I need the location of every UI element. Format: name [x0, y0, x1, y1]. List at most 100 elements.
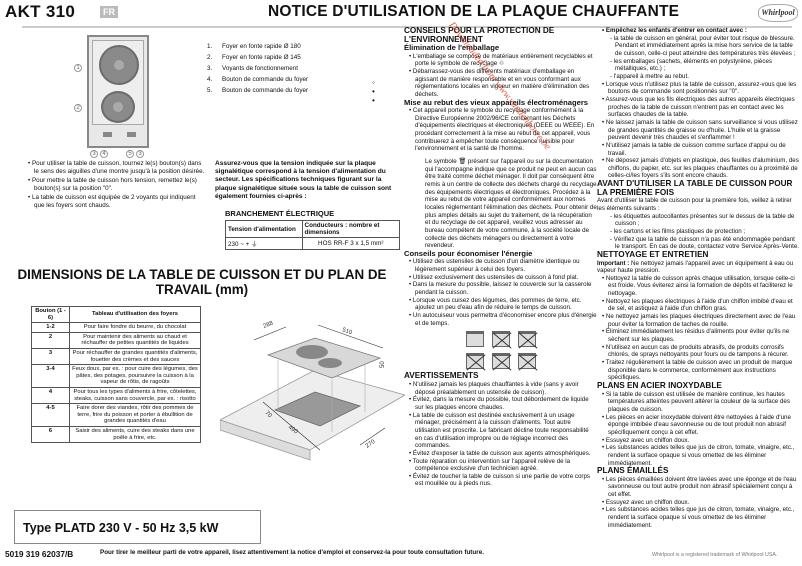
cleaning-bullet: Nettoyez la table de cuisson après chaqu… [597, 275, 799, 298]
electrical-header-conductors: Conducteurs : nombre et dimensions [301, 220, 401, 238]
safety-cleaning-column: Empêchez les enfants d'entrer en contact… [597, 27, 799, 529]
energy-title: Conseils pour économiser l'énergie [404, 248, 533, 258]
cleaning-important: Important : Ne nettoyez jamais l'apparei… [597, 259, 794, 275]
dim-height: 50 [380, 361, 386, 368]
voltage-notice: Assurez-vous que la tension indiquée sur… [215, 160, 392, 200]
enamel-title: PLANS ÉMAILLÉS [597, 466, 669, 476]
small-burner-icon [101, 91, 135, 123]
legend-item: 3.Voyants de fonctionnement [207, 65, 298, 72]
callout-3-right: 3 [136, 150, 144, 158]
callout-1: 1 [74, 64, 82, 72]
cleaning-bullet: N'utilisez en aucun cas de produits abra… [597, 344, 799, 359]
dim-width-depth: 288 [263, 320, 275, 330]
model-name: AKT 310 [5, 2, 76, 21]
cleaning-bullet: Traitez régulièrement la table de cuisso… [597, 359, 799, 382]
electrical-header-voltage: Tension d'alimentation [225, 220, 303, 238]
usage-bullet: La table de cuisson est équipée de 2 voy… [22, 194, 207, 210]
page-title: NOTICE D'UTILISATION DE LA PLAQUE CHAUFF… [268, 3, 680, 20]
legend-item: 4.Bouton de commande du foyer [207, 76, 309, 83]
children-item: - l'appareil à mettre au rebut. [610, 72, 689, 80]
legend-item: 5.Bouton de commande du foyer [207, 87, 309, 94]
dim-length: 510 [341, 327, 353, 336]
warning-bullet: N'utilisez jamais les plaques chauffante… [404, 381, 597, 396]
safety-bullet: Ne déposez jamais d'objets en plastique,… [597, 157, 799, 180]
children-item: - la table de cuisson en général, pour é… [610, 34, 796, 57]
burner-usage-table: Bouton (1 - 6) Tableau d'utilisation des… [31, 305, 201, 444]
safety-bullet: Ne laissez jamais la table de cuisson sa… [597, 119, 799, 142]
large-burner-icon [99, 45, 139, 85]
environment-title: CONSEILS POUR LA PROTECTION DE L'ENVIRON… [404, 26, 555, 44]
usage-instructions: Pour utiliser la table de cuisson, tourn… [22, 160, 207, 211]
callout-2: 2 [74, 104, 82, 112]
wrong-pan-icon [465, 353, 484, 370]
wrong-pan-icon [517, 353, 536, 370]
part-number: 5019 319 62037/B [5, 549, 74, 559]
warning-bullet: Évitez de toucher la table de cuisson si… [404, 473, 597, 488]
stainless-bullet: Si la table de cuisson est utilisée de m… [597, 391, 799, 414]
safety-bullet: N'utilisez jamais la table de cuisson co… [597, 142, 799, 157]
wrong-pan-icon [517, 331, 536, 348]
usage-bullet: Pour utiliser la table de cuisson, tourn… [22, 160, 207, 176]
enamel-bullet: Les pièces émaillées doivent être lavées… [597, 476, 799, 499]
usage-header-description: Tableau d'utilisation des foyers [69, 305, 201, 324]
packaging-bullet: Débarrassez-vous des différents matériau… [404, 68, 597, 99]
energy-bullet: Utilisez exclusivement des ustensiles de… [404, 274, 597, 282]
knob-4-icon [103, 132, 112, 137]
language-badge: FR [100, 6, 118, 18]
warnings-title: AVERTISSEMENTS [404, 371, 479, 381]
safety-bullet: Lorsque vous n'utilisez plus la table de… [597, 81, 799, 96]
cleaning-bullet: Ne nettoyez jamais les plaques électriqu… [597, 313, 799, 328]
warning-bullet: Évitez d'exposer la table de cuisson aux… [404, 450, 597, 458]
electrical-conductor-value: HOS RR-F 3 x 1,5 mm² [301, 237, 401, 250]
energy-bullet: Utilisez des ustensiles de cuisson d'un … [404, 258, 597, 273]
cookware-pictograms [404, 331, 597, 370]
rating-label: Type PLATD 230 V - 50 Hz 3,5 kW [14, 510, 261, 544]
stainless-bullet: Les substances acides telles que jus de … [597, 444, 799, 467]
packaging-bullet: L'emballage se compose de matériaux enti… [404, 53, 597, 68]
enamel-bullet: Les substances acides telles que jus de … [597, 506, 799, 529]
environment-column: CONSEILS POUR LA PROTECTION DE L'ENVIRON… [404, 26, 597, 488]
electrical-table: Tension d'alimentation Conducteurs : nom… [225, 220, 401, 250]
dimensions-title: DIMENSIONS DE LA TABLE DE CUISSON ET DU … [17, 267, 387, 297]
warning-bullet: Toute réparation ou intervention sur l'a… [404, 458, 597, 473]
hob-surface [92, 40, 144, 125]
installation-dimensions-diagram: 288 510 50 70 490 270 [220, 320, 405, 461]
electrical-voltage-value: 230 ~ + ⏚ [225, 237, 303, 250]
children-item: - les emballages (sachets, éléments en p… [610, 57, 772, 73]
brand-logo: Whirlpool [758, 4, 798, 22]
legend-item: 2.Foyer en fonte rapide Ø 145 [207, 54, 301, 61]
safety-bullet: Assurez-vous que les fils électriques de… [597, 96, 799, 119]
first-use-intro: Avant d'utiliser la table de cuisson pou… [597, 197, 792, 212]
callout-4: 4 [100, 150, 108, 158]
hob-diagram [87, 35, 149, 148]
electrical-connection-title: BRANCHEMENT ÉLECTRIQUE [225, 209, 335, 218]
energy-bullet: Lorsque vous cuisez des légumes, des pom… [404, 297, 597, 312]
stainless-bullet: Essuyez avec un chiffon doux. [597, 437, 799, 445]
callout-3-left: 3 [90, 150, 98, 158]
first-use-title: AVANT D'UTILISER LA TABLE DE CUISSON POU… [597, 179, 793, 197]
children-warning-title: Empêchez les enfants d'entrer en contact… [597, 27, 799, 35]
weee-symbol-text: Le symbole 🗑 présent sur l'appareil ou s… [425, 158, 597, 250]
energy-bullet: Dans la mesure du possible, laissez le c… [404, 281, 597, 296]
packaging-title: Élimination de l'emballage [404, 43, 500, 53]
component-legend: 1.Foyer en fonte rapide Ø 180 2.Foyer en… [207, 41, 308, 96]
first-use-item: - les cartons et les films plastiques de… [610, 227, 746, 235]
trademark-notice: Whirlpool is a registered trademark of W… [652, 552, 778, 558]
knob-5-icon [127, 132, 136, 137]
knob-position-icon: ◦•• [372, 78, 375, 105]
enamel-bullet: Essuyez avec un chiffon doux. [597, 499, 799, 507]
usage-bullet: Pour mettre la table de cuisson hors ten… [22, 177, 207, 193]
correct-pan-icon [465, 331, 484, 348]
disposal-text: Cet appareil porte le symbole du recycla… [404, 107, 597, 153]
usage-header-knob: Bouton (1 - 6) [31, 305, 70, 324]
callout-5: 5 [126, 150, 134, 158]
footer-tip: Pour tirer le meilleur parti de votre ap… [100, 549, 484, 556]
first-use-item: - les étiquettes autocollantes présentes… [610, 212, 795, 228]
header-divider [22, 26, 792, 28]
warning-bullet: La table de cuisson est destinée exclusi… [404, 412, 597, 450]
